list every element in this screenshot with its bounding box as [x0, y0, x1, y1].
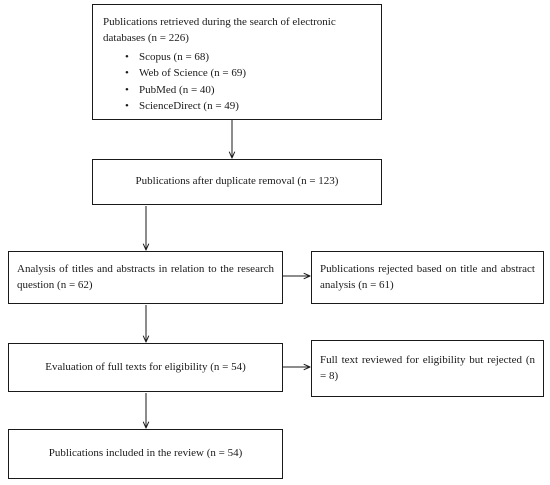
database-list: • Scopus (n = 68) • Web of Science (n = 69…	[103, 49, 373, 115]
node-rejected-full: Full text reviewed for eligibility but r…	[311, 340, 544, 397]
node-rejected-title: Publications rejected based on title and…	[311, 251, 544, 304]
node-included: Publications included in the review (n =…	[8, 429, 283, 479]
node-retrieved: Publications retrieved during the search…	[92, 4, 382, 120]
database-item: • Web of Science (n = 69)	[125, 65, 373, 82]
bullet-icon: •	[125, 50, 129, 63]
database-item: • Scopus (n = 68)	[125, 49, 373, 66]
node-full-text: Evaluation of full texts for eligibility…	[8, 343, 283, 392]
database-item-label: Web of Science (n = 69)	[139, 67, 247, 80]
bullet-icon: •	[125, 67, 129, 80]
node-rejected-title-text: Publications rejected based on title and…	[320, 262, 535, 291]
node-retrieved-text: Publications retrieved during the search…	[103, 16, 336, 44]
database-item-label: PubMed (n = 40)	[139, 83, 215, 96]
node-rejected-full-text: Full text reviewed for eligibility but r…	[320, 353, 535, 382]
bullet-icon: •	[125, 100, 129, 113]
node-titles-abstracts: Analysis of titles and abstracts in rela…	[8, 251, 283, 304]
database-item: • PubMed (n = 40)	[125, 82, 373, 99]
database-item: • ScienceDirect (n = 49)	[125, 98, 373, 115]
node-full-text-text: Evaluation of full texts for eligibility…	[45, 360, 246, 373]
node-after-duplicates: Publications after duplicate removal (n …	[92, 159, 382, 205]
bullet-icon: •	[125, 83, 129, 96]
node-included-text: Publications included in the review (n =…	[48, 447, 243, 460]
database-item-label: ScienceDirect (n = 49)	[139, 100, 239, 113]
node-titles-abstracts-text: Analysis of titles and abstracts in rela…	[17, 262, 274, 291]
database-item-label: Scopus (n = 68)	[139, 50, 210, 63]
node-after-duplicates-text: Publications after duplicate removal (n …	[135, 175, 339, 188]
